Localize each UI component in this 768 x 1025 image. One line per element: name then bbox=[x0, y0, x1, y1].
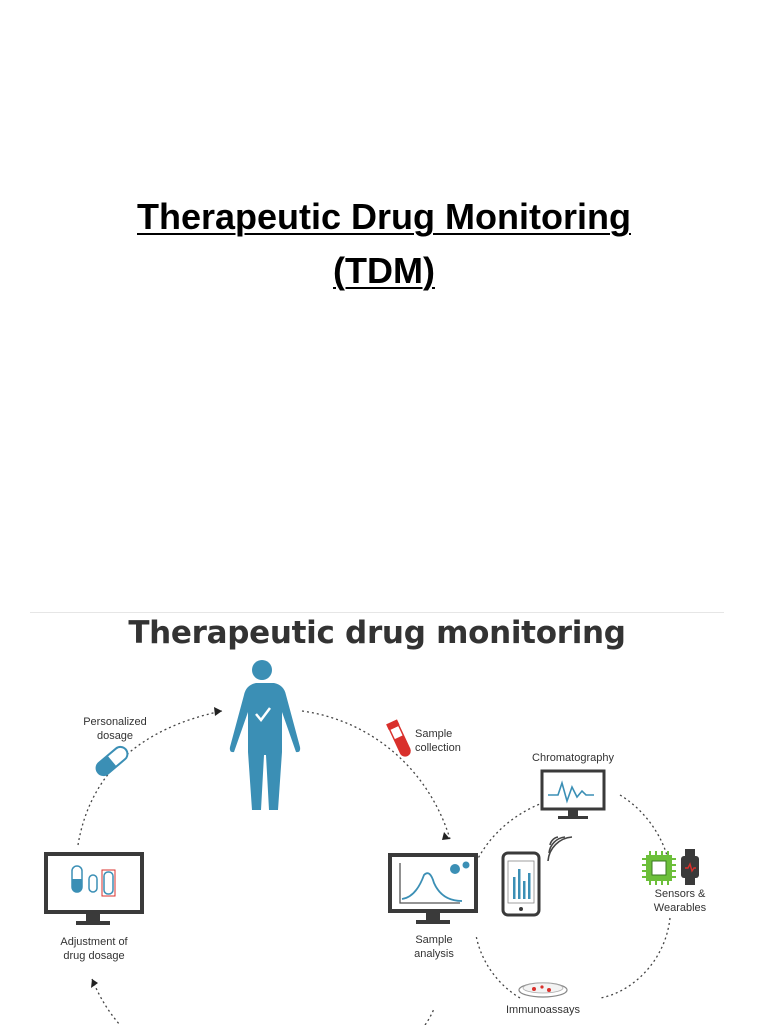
human-figure-icon bbox=[229, 660, 301, 810]
arrowhead-top bbox=[214, 707, 222, 716]
arc-bottom-right bbox=[424, 1008, 435, 1025]
label-sensors-line1: Sensors & bbox=[654, 888, 706, 900]
slide-title-line2: (TDM) bbox=[333, 250, 435, 291]
label-sample-collection: Sample collection bbox=[415, 727, 461, 755]
chromatography-monitor-icon bbox=[540, 769, 606, 819]
label-adjustment-line1: Adjustment of bbox=[60, 936, 128, 948]
arc-subcycle-right bbox=[619, 794, 671, 876]
label-sample-analysis: Sample analysis bbox=[396, 933, 472, 961]
adjustment-monitor-icon bbox=[44, 852, 144, 925]
tdm-diagram bbox=[44, 660, 699, 1025]
label-adjustment-line2: drug dosage bbox=[63, 950, 125, 962]
label-sensors-wearables: Sensors & Wearables bbox=[640, 887, 720, 915]
pill-capsule-icon bbox=[95, 745, 129, 777]
label-personalized-dosage: Personalized dosage bbox=[70, 715, 160, 743]
label-sensors-line2: Wearables bbox=[653, 902, 707, 914]
arc-subcycle-left bbox=[475, 934, 521, 999]
label-sample-analysis-line2: analysis bbox=[414, 948, 454, 960]
arrowheads bbox=[91, 707, 450, 988]
label-chromatography: Chromatography bbox=[532, 752, 614, 764]
arc-subcycle-bottom bbox=[599, 917, 671, 999]
label-sample-analysis-line1: Sample bbox=[415, 934, 453, 946]
gears-icon bbox=[450, 861, 470, 874]
arrowhead-right bbox=[442, 832, 450, 840]
label-adjustment-drug-dosage: Adjustment of drug dosage bbox=[42, 935, 146, 963]
wireless-signal-icon bbox=[547, 836, 573, 862]
arrowhead-left bbox=[91, 979, 98, 988]
label-sample-collection-line1: Sample bbox=[415, 728, 453, 740]
tdm-figure: Therapeutic drug monitoring Personalized… bbox=[30, 612, 724, 1025]
arc-top-right bbox=[301, 710, 451, 840]
label-sample-collection-line2: collection bbox=[415, 742, 461, 754]
test-tube-icon bbox=[386, 719, 411, 757]
petri-dish-icon bbox=[518, 982, 568, 998]
label-immunoassays: Immunoassays bbox=[506, 1004, 580, 1016]
label-personalized-dosage-line1: Personalized bbox=[83, 716, 147, 728]
slide-title-line1: Therapeutic Drug Monitoring bbox=[137, 196, 631, 237]
arc-left-bottom bbox=[91, 978, 121, 1025]
label-personalized-dosage-line2: dosage bbox=[96, 730, 134, 742]
chip-icon bbox=[642, 851, 676, 885]
analysis-monitor-icon bbox=[388, 853, 478, 924]
slide-title: Therapeutic Drug Monitoring (TDM) bbox=[0, 190, 768, 298]
figure-title: Therapeutic drug monitoring bbox=[128, 615, 626, 651]
smartwatch-icon bbox=[681, 849, 699, 885]
smartphone-icon bbox=[501, 851, 541, 917]
